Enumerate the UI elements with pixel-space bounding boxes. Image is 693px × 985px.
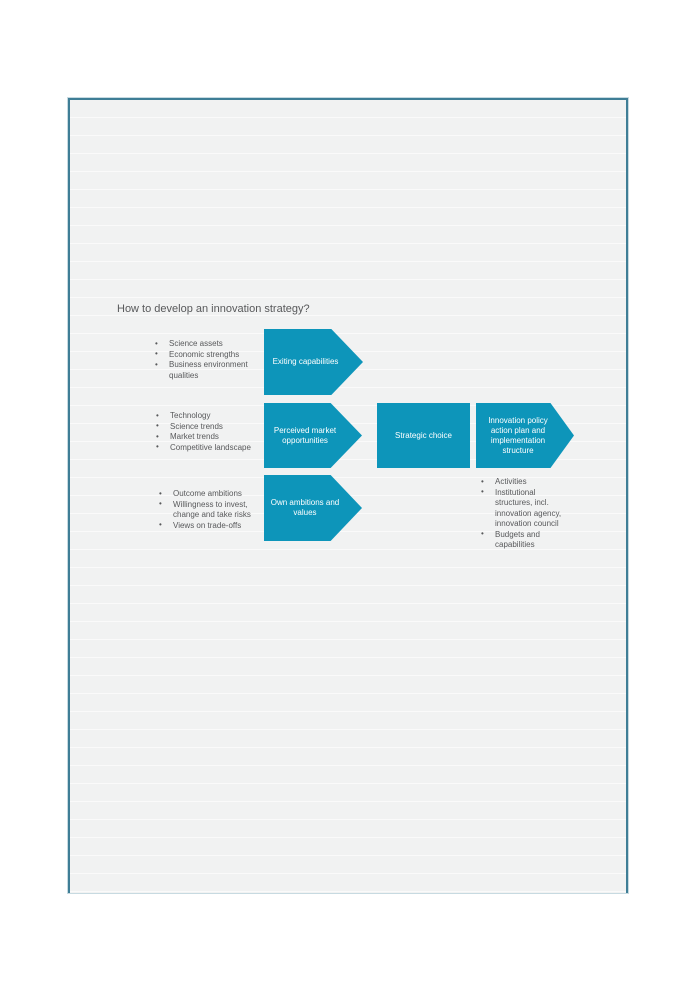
page-title: How to develop an innovation strategy? xyxy=(117,303,310,315)
strategic-choice-box: Strategic choice xyxy=(377,403,470,468)
list-item: Competitive landscape xyxy=(154,442,272,454)
arrow-perceived-market-opportunities: Perceived market opportunities xyxy=(264,403,362,468)
document-page: How to develop an innovation strategy? S… xyxy=(68,98,628,893)
arrow-label: Innovation policy action plan and implem… xyxy=(488,415,548,455)
list-item: Economic strengths xyxy=(153,349,271,361)
list-item: Science assets xyxy=(153,339,271,350)
list-item: Institutional structures, incl. innovati… xyxy=(479,487,571,530)
bullet-list-ambitions: Outcome ambitionsWillingness to invest, … xyxy=(157,489,269,531)
arrow-innovation-policy-action-plan: Innovation policy action plan and implem… xyxy=(476,403,574,468)
list-item: Outcome ambitions xyxy=(157,489,269,500)
list-item: Science trends xyxy=(154,421,272,433)
list-item: Market trends xyxy=(154,432,272,443)
arrow-label: Exiting capabilities xyxy=(272,357,339,366)
arrow-label: Perceived market opportunities xyxy=(273,425,337,445)
arrow-own-ambitions-values: Own ambitions and values xyxy=(264,475,362,541)
box-label: Strategic choice xyxy=(395,430,452,440)
list-item: Willingness to invest, change and take r… xyxy=(157,499,269,521)
arrow-label: Own ambitions and values xyxy=(270,498,340,517)
list-item: Budgets and capabilities xyxy=(479,529,571,551)
bullet-list-capabilities: Science assetsEconomic strengthsBusiness… xyxy=(153,339,271,381)
list-item: Activities xyxy=(479,477,571,488)
list-item: Business environment qualities xyxy=(153,360,271,381)
bullet-list-market-trends: TechnologyScience trendsMarket trendsCom… xyxy=(154,411,272,453)
arrow-exiting-capabilities: Exiting capabilities xyxy=(264,329,363,395)
list-item: Technology xyxy=(154,411,272,422)
list-item: Views on trade-offs xyxy=(157,520,269,532)
bullet-list-implementation: ActivitiesInstitutional structures, incl… xyxy=(479,477,571,551)
